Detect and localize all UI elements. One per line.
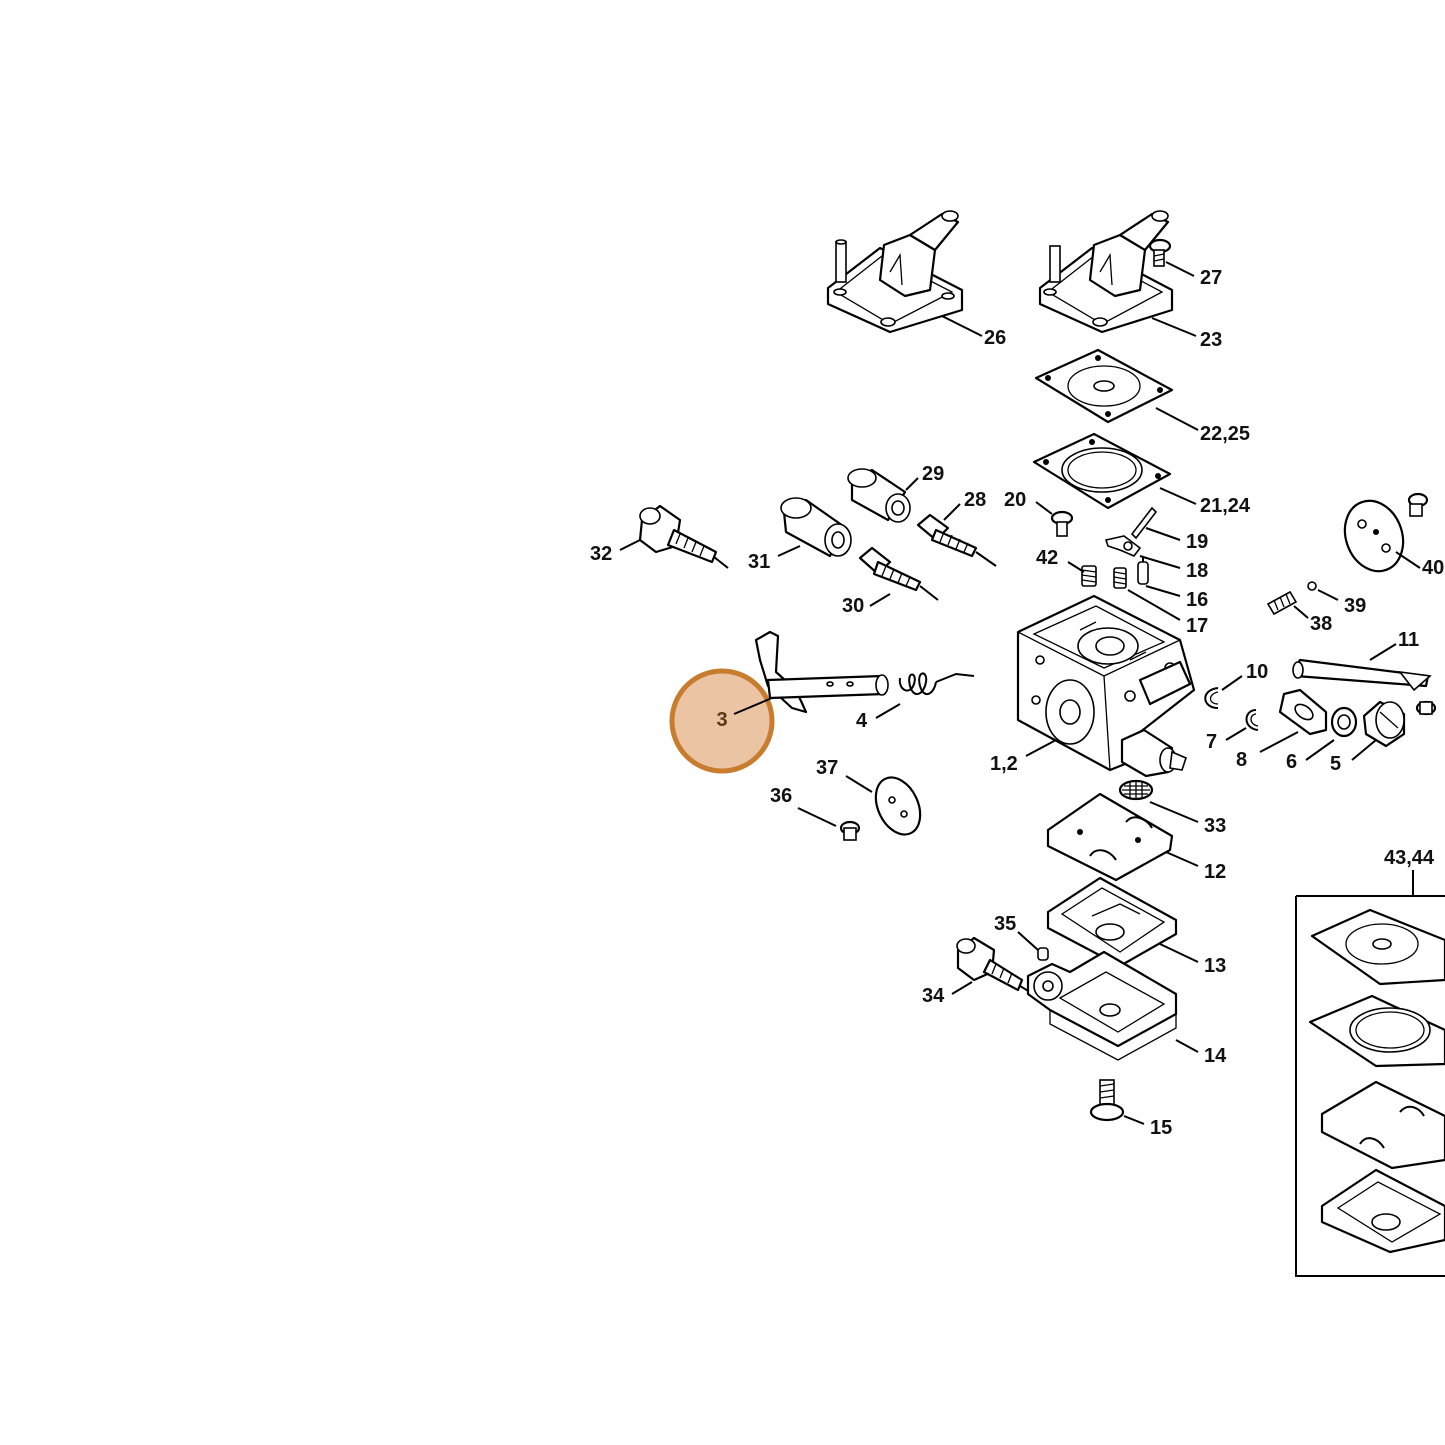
callout-4[interactable]: 4 <box>856 710 868 732</box>
callout-21-24[interactable]: 21,24 <box>1200 495 1251 517</box>
part-5-screw[interactable] <box>1415 700 1437 716</box>
callout-10[interactable]: 10 <box>1246 661 1268 683</box>
callout-7[interactable]: 7 <box>1206 731 1217 753</box>
callout-26[interactable]: 26 <box>984 327 1006 349</box>
leader-lines <box>619 261 1421 1125</box>
callout-labels: 3 26 27 23 22,25 21,24 29 28 32 31 30 20… <box>590 267 1444 1139</box>
callout-14[interactable]: 14 <box>1204 1045 1227 1067</box>
part-35-valve[interactable] <box>1037 947 1049 961</box>
callout-28[interactable]: 28 <box>964 489 986 511</box>
part-18-lever[interactable] <box>1104 535 1142 557</box>
callout-17[interactable]: 17 <box>1186 615 1208 637</box>
callout-43-44[interactable]: 43,44 <box>1384 847 1435 869</box>
callout-18[interactable]: 18 <box>1186 560 1208 582</box>
callout-20[interactable]: 20 <box>1004 489 1026 511</box>
callout-1-2[interactable]: 1,2 <box>990 753 1018 775</box>
part-7-clip[interactable] <box>1245 709 1259 731</box>
part-37-choke-plate[interactable] <box>867 770 929 841</box>
part-20-screw[interactable] <box>1050 510 1074 537</box>
part-19-pin[interactable] <box>1130 506 1158 540</box>
callout-27[interactable]: 27 <box>1200 267 1222 289</box>
part-3-choke-shaft[interactable] <box>754 630 889 714</box>
part-12-metering-diaphragm[interactable] <box>1046 792 1174 882</box>
callout-8[interactable]: 8 <box>1236 749 1247 771</box>
callout-34[interactable]: 34 <box>922 985 945 1007</box>
callout-42[interactable]: 42 <box>1036 547 1058 569</box>
part-1-2-carburetor-body[interactable] <box>1016 594 1196 778</box>
callout-29[interactable]: 29 <box>922 463 944 485</box>
callout-37[interactable]: 37 <box>816 757 838 779</box>
callout-30[interactable]: 30 <box>842 595 864 617</box>
part-8-lever[interactable] <box>1278 688 1328 736</box>
part-29-sleeve[interactable] <box>847 468 911 523</box>
part-32-limiter-screw[interactable] <box>638 504 729 569</box>
callout-3[interactable]: 3 <box>716 709 727 731</box>
part-23-pump-cover[interactable] <box>1038 210 1174 334</box>
highlight-circle[interactable] <box>669 668 775 774</box>
part-40-screw[interactable] <box>1407 492 1429 517</box>
callout-33[interactable]: 33 <box>1204 815 1226 837</box>
callout-40[interactable]: 40 <box>1422 557 1444 579</box>
part-30-adjusting-screw[interactable] <box>858 546 939 601</box>
part-10-clip[interactable] <box>1204 687 1219 709</box>
part-22-25-diaphragm[interactable] <box>1034 348 1174 424</box>
part-34-adjusting-screw[interactable] <box>956 936 1031 993</box>
part-28-adjusting-screw[interactable] <box>916 513 997 567</box>
callout-31[interactable]: 31 <box>748 551 770 573</box>
part-27-screw[interactable] <box>1148 238 1172 267</box>
part-43-44-kit[interactable] <box>1295 870 1445 1277</box>
part-6-washer[interactable] <box>1330 706 1358 738</box>
part-38-spring[interactable] <box>1266 590 1298 616</box>
part-40-plate[interactable] <box>1335 493 1412 580</box>
leader-line-3 <box>733 697 773 715</box>
callout-6[interactable]: 6 <box>1286 751 1297 773</box>
part-33-strainer[interactable] <box>1118 779 1154 801</box>
callout-5[interactable]: 5 <box>1330 753 1341 775</box>
callout-11[interactable]: 11 <box>1398 629 1419 651</box>
part-26-pump-cover[interactable] <box>826 210 964 334</box>
callout-39[interactable]: 39 <box>1344 595 1366 617</box>
callout-23[interactable]: 23 <box>1200 329 1222 351</box>
part-4-spring[interactable] <box>898 672 975 696</box>
part-39-ball[interactable] <box>1307 581 1317 591</box>
part-11-shaft[interactable] <box>1292 658 1432 692</box>
callout-15[interactable]: 15 <box>1150 1117 1172 1139</box>
callout-36[interactable]: 36 <box>770 785 792 807</box>
part-5-knob[interactable] <box>1362 700 1406 748</box>
part-17-spring[interactable] <box>1113 567 1127 589</box>
callout-12[interactable]: 12 <box>1204 861 1226 883</box>
part-13-gasket[interactable] <box>1046 876 1178 968</box>
part-14-end-cover[interactable] <box>1026 950 1178 1061</box>
callout-19[interactable]: 19 <box>1186 531 1208 553</box>
callout-13[interactable]: 13 <box>1204 955 1226 977</box>
part-16-inlet-needle[interactable] <box>1137 556 1149 585</box>
part-36-screw[interactable] <box>839 820 861 841</box>
callout-22-25[interactable]: 22,25 <box>1200 423 1250 445</box>
callout-32[interactable]: 32 <box>590 543 612 565</box>
callout-35[interactable]: 35 <box>994 913 1016 935</box>
part-31-sleeve[interactable] <box>780 497 852 558</box>
part-15-screw[interactable] <box>1089 1079 1125 1122</box>
callout-16[interactable]: 16 <box>1186 589 1208 611</box>
part-21-24-gasket[interactable] <box>1032 432 1172 510</box>
callout-38[interactable]: 38 <box>1310 613 1332 635</box>
part-42-spring[interactable] <box>1081 565 1097 587</box>
